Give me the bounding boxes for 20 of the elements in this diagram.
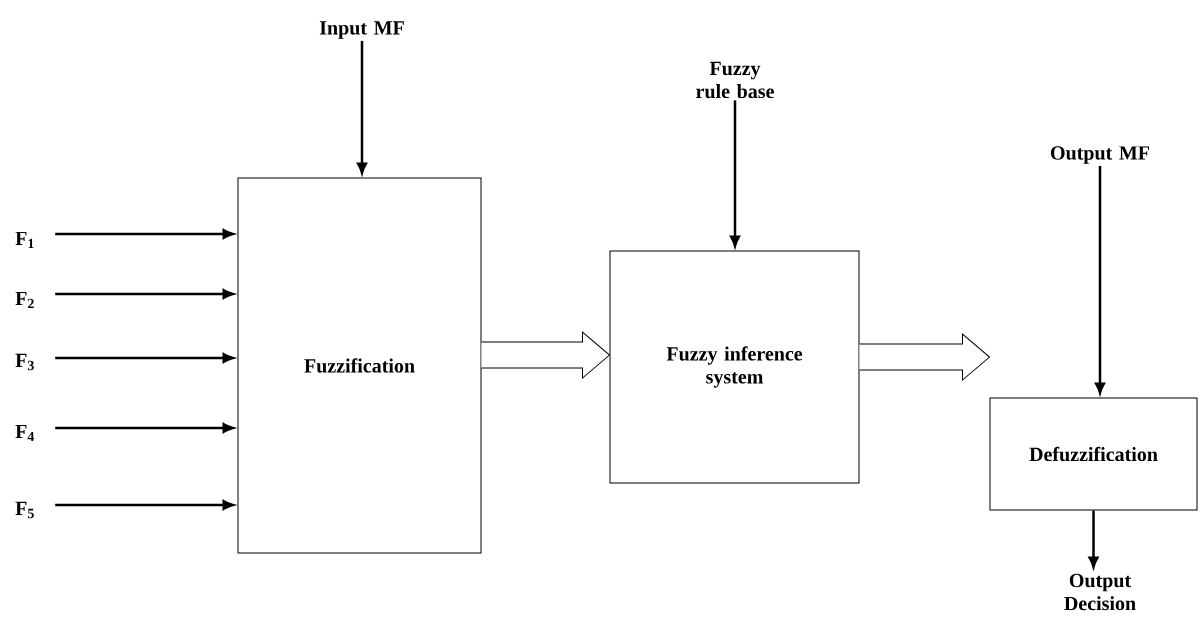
input-label: F$_{1}$ (15, 231, 34, 249)
arrow (55, 423, 234, 433)
input-label: F$_{4}$ (15, 424, 35, 442)
process-box: Fuzzification (237, 177, 482, 554)
input-label: F$_{3}$ (15, 353, 34, 371)
arrow (55, 289, 234, 299)
arrow (55, 353, 234, 363)
arrow (55, 229, 234, 239)
arrow (55, 500, 234, 510)
input-label: Output MF (1051, 146, 1150, 164)
block-arrow (481, 331, 610, 379)
input-label: Input MF (319, 21, 404, 39)
process-box: Defuzzification (989, 397, 1198, 511)
input-label: F$_{5}$ (15, 501, 34, 519)
input-label: F$_{2}$ (15, 291, 34, 309)
input-label: Fuzzy rule base (696, 61, 774, 99)
input-label: Output Decision (1064, 573, 1136, 611)
block-arrow (859, 333, 990, 381)
arrow (357, 40, 367, 174)
process-box: Fuzzy inference system (609, 250, 860, 484)
